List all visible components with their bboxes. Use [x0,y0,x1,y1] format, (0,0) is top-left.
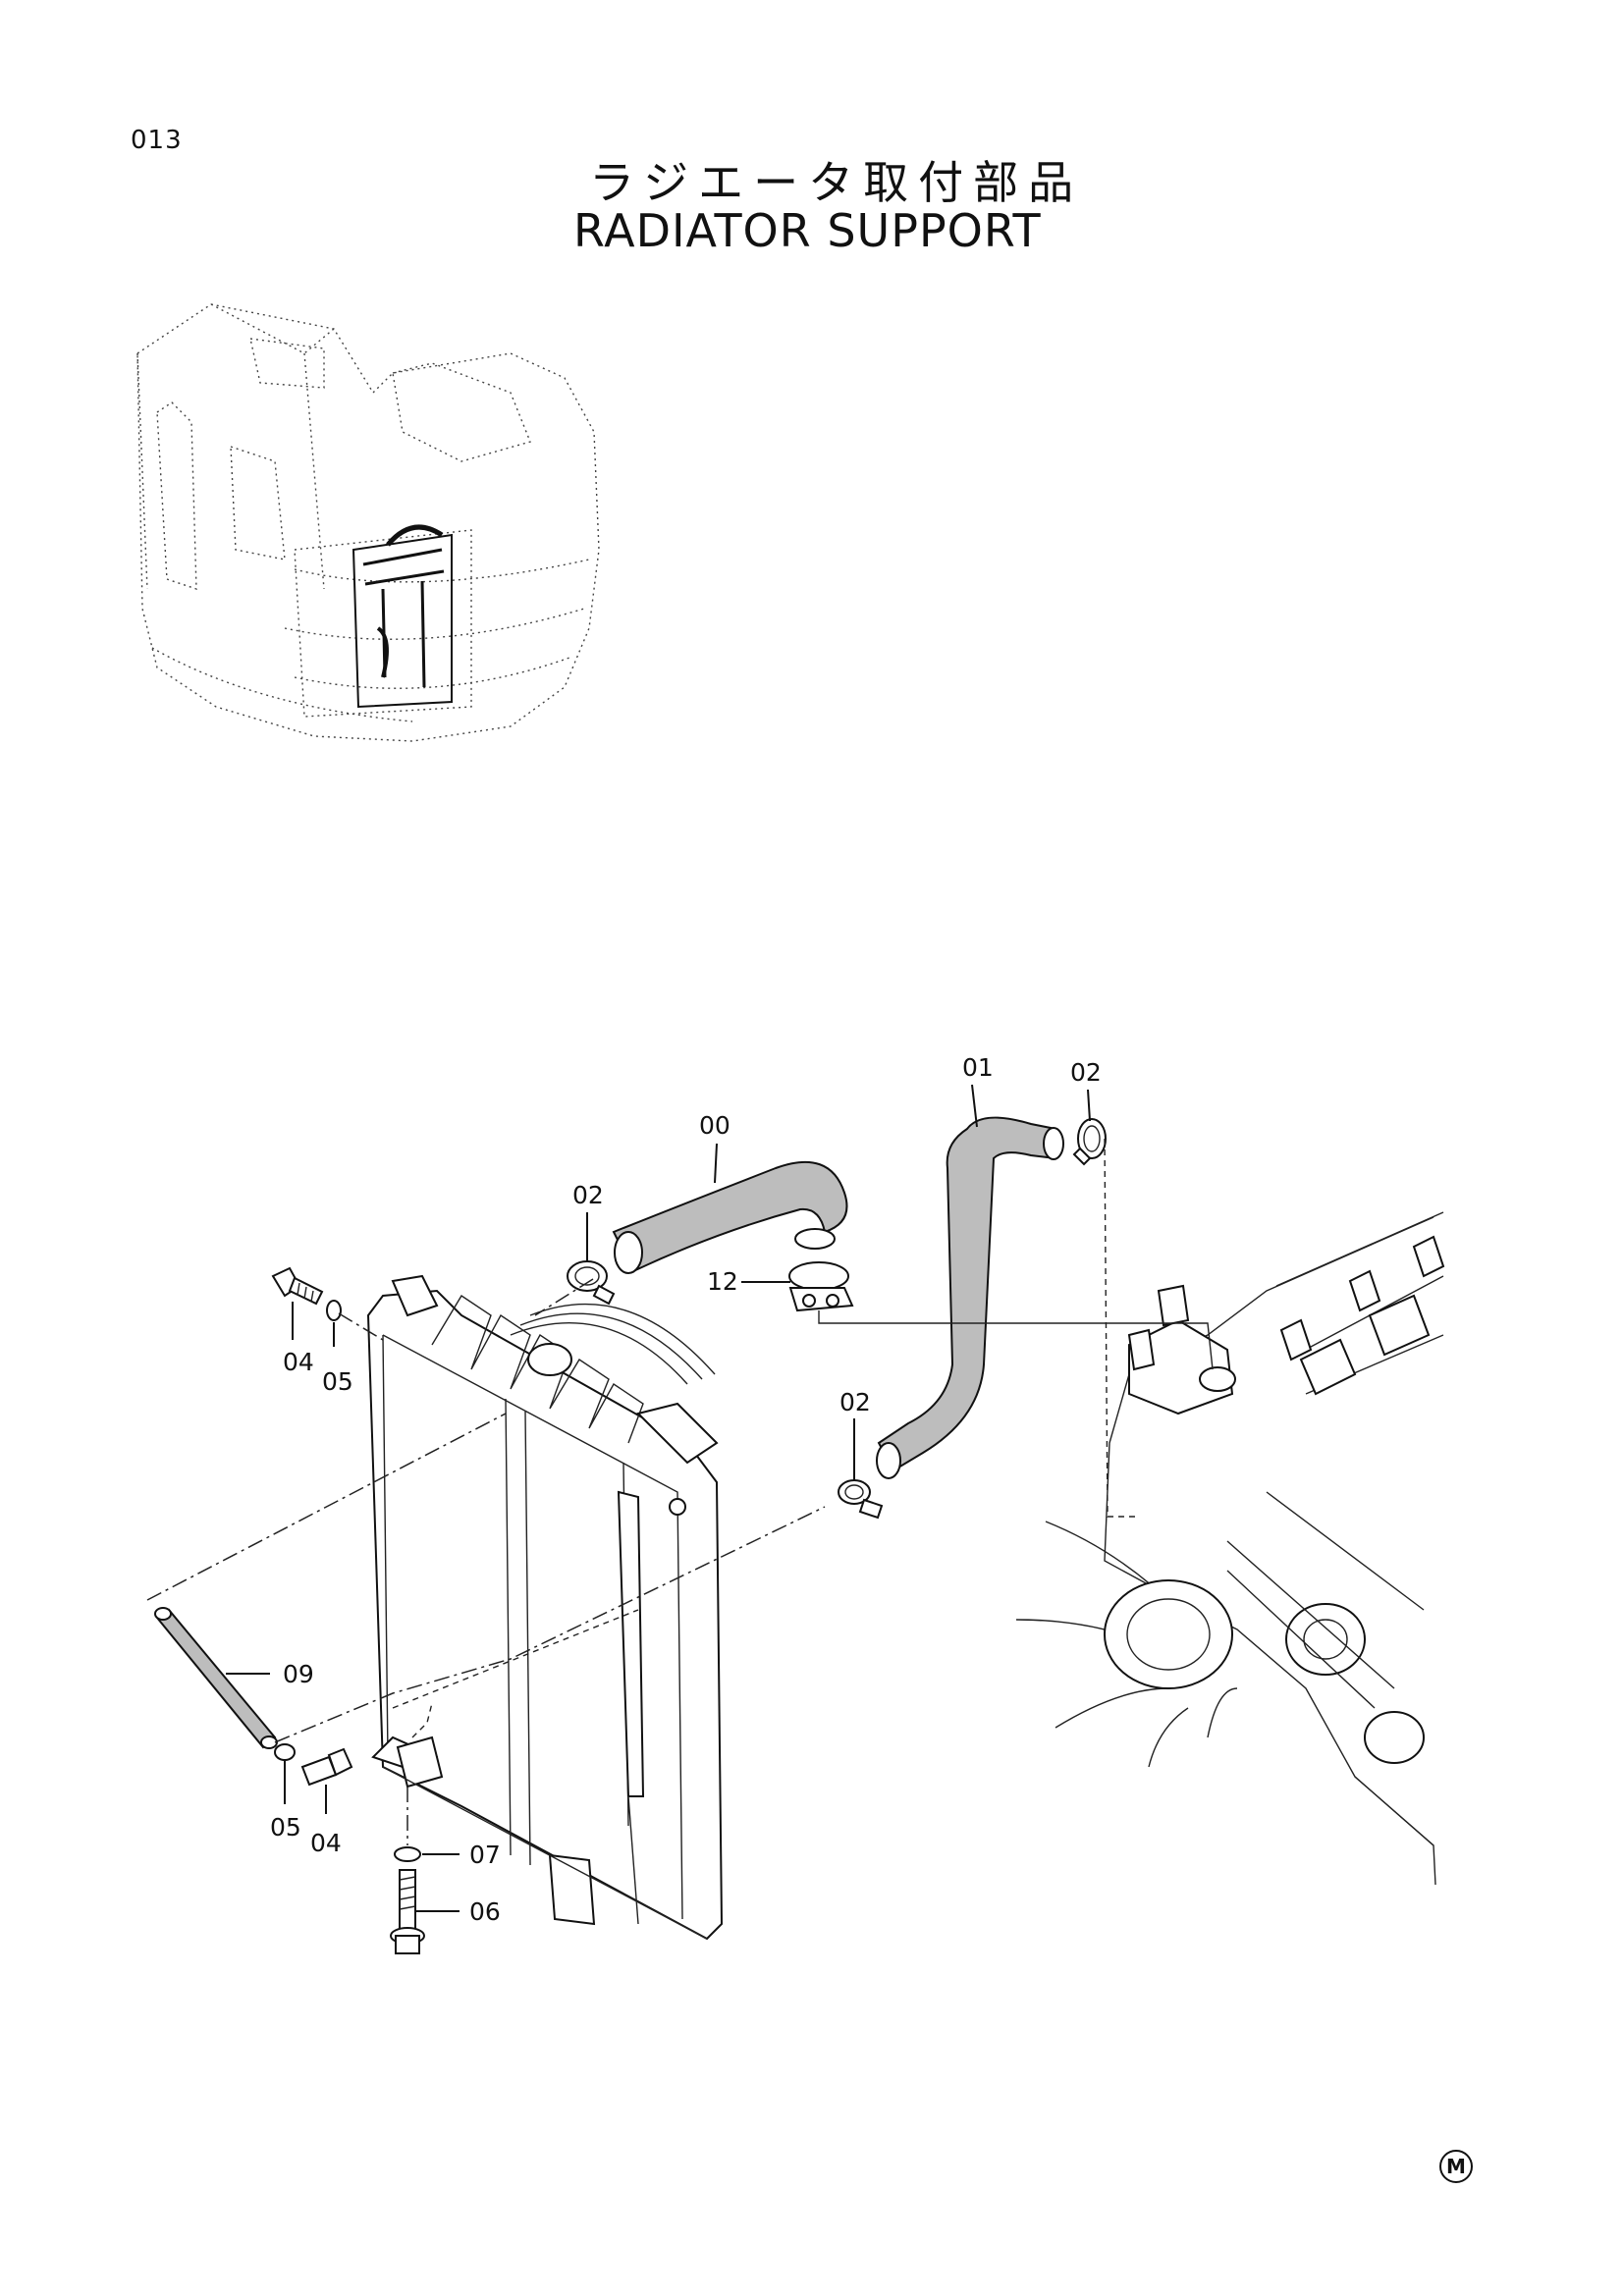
callout-04-upper: 04 [283,1348,314,1376]
callout-09: 09 [283,1660,314,1688]
callout-02-upper: 02 [572,1181,604,1209]
callout-04-lower: 04 [310,1829,342,1857]
washer-05-lower [274,1743,296,1761]
callout-02-right: 02 [1070,1058,1102,1087]
callout-07: 07 [469,1841,501,1869]
clamp-02-lower [838,1479,884,1520]
callout-02-lower: 02 [839,1388,871,1416]
callout-12: 12 [707,1267,738,1296]
engine [1015,1211,1445,1886]
upper-hose [612,1160,848,1274]
clamp-12 [788,1261,854,1312]
title-english: RADIATOR SUPPORT [573,204,1042,257]
page-number: 013 [131,126,183,155]
radiator [366,1274,724,1941]
callout-05-lower: 05 [270,1813,301,1842]
washer-05-upper [326,1300,342,1321]
manufacturer-mark: M [1439,2150,1473,2183]
lower-hose [876,1116,1064,1479]
machine-overview [136,303,600,742]
callout-01: 01 [962,1053,994,1082]
bolt-04-lower [300,1747,353,1787]
callout-00: 00 [699,1111,730,1140]
title-japanese: ラジエータ取付部品 [589,156,1084,209]
callout-leaders [226,1084,1091,1912]
callout-06: 06 [469,1897,501,1926]
assembly-lines [146,1138,1214,1845]
callout-05-upper: 05 [322,1367,353,1396]
callout-labels: 00 01 02 02 02 12 04 05 05 04 09 07 06 [270,1053,1102,1926]
clamp-02-right [1072,1118,1107,1166]
stay-09 [154,1607,278,1749]
bolt-06 [390,1869,425,1954]
bolt-04-upper [271,1266,324,1306]
clamp-02-upper [567,1260,616,1306]
washer-07 [394,1846,421,1862]
